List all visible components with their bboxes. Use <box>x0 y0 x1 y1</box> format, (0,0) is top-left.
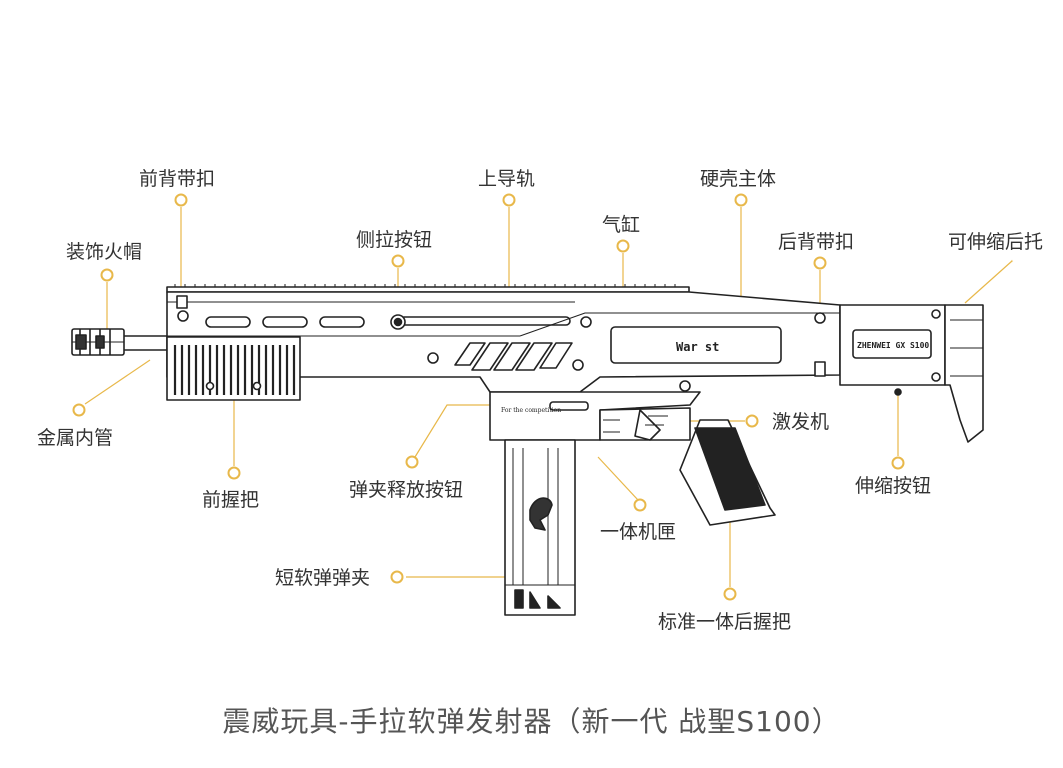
label-stock-button: 伸缩按钮 <box>855 475 932 497</box>
label-receiver: 一体机匣 <box>600 521 677 543</box>
label-stock: 可伸缩后托 <box>948 231 1044 253</box>
dot-handguard <box>227 466 241 480</box>
dot-mag-release <box>405 455 419 469</box>
selector <box>679 380 691 392</box>
dot-receiver <box>633 498 647 512</box>
blaster-outline: War st ZHENWEI GX S100 For the competiti… <box>71 284 984 616</box>
label-grip: 标准一体后握把 <box>658 611 792 633</box>
brand-engraving: ZHENWEI GX S100 <box>857 341 929 350</box>
label-top-rail: 上导轨 <box>478 168 536 190</box>
air-cylinder-plate <box>610 326 782 364</box>
rear-sling-mount <box>814 361 826 377</box>
label-shell-body: 硬壳主体 <box>700 168 777 190</box>
label-mag-release: 弹夹释放按钮 <box>349 479 464 501</box>
label-rear-sling: 后背带扣 <box>778 231 855 253</box>
dot-magazine <box>390 570 404 584</box>
label-side-button: 侧拉按钮 <box>356 229 433 251</box>
label-metal-tube: 金属内管 <box>37 427 114 449</box>
dot-air-cylinder <box>616 239 630 253</box>
dot-shell-body <box>734 193 748 207</box>
dot-metal-tube <box>72 403 86 417</box>
muzzle-cap <box>71 328 125 356</box>
dot-stock-button <box>891 456 905 470</box>
metal-tube <box>124 335 168 351</box>
front-sling-mount <box>176 295 188 309</box>
telescoping-stock <box>944 304 984 443</box>
brand-plate <box>852 329 932 359</box>
dot-trigger <box>745 414 759 428</box>
dot-front-sling <box>174 193 188 207</box>
leader-dots <box>72 193 1014 601</box>
dot-rear-sling <box>813 256 827 270</box>
dot-muzzle-cap <box>100 268 114 282</box>
label-magazine: 短软弹弹夹 <box>275 567 371 589</box>
cylinder-engraving: War st <box>676 340 719 354</box>
dot-side-button <box>391 254 405 268</box>
stock-button <box>894 388 902 396</box>
label-front-sling: 前背带扣 <box>139 168 216 190</box>
dot-grip <box>723 587 737 601</box>
label-muzzle-cap: 装饰火帽 <box>66 241 143 263</box>
label-handguard: 前握把 <box>202 489 260 511</box>
label-trigger: 激发机 <box>772 411 830 433</box>
label-air-cylinder: 气缸 <box>602 214 641 236</box>
side-engraving: For the competition <box>501 407 561 414</box>
dot-top-rail <box>502 193 516 207</box>
diagram-caption: 震威玩具-手拉软弹发射器（新一代 战聖S100） <box>222 705 841 738</box>
